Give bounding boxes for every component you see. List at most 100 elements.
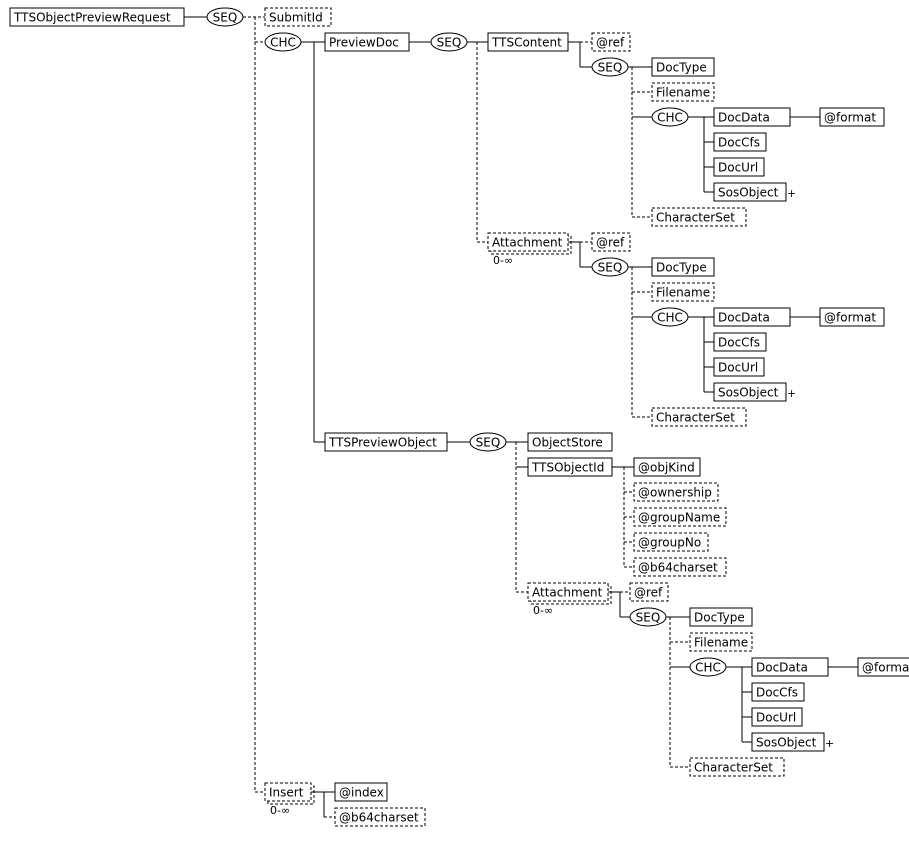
groupno-node[interactable]: @groupNo — [633, 532, 709, 552]
node-box — [713, 357, 765, 377]
node-label: TTSObjectPreviewRequest — [13, 11, 171, 25]
node-label: SubmitId — [269, 11, 323, 25]
doccfs-node[interactable]: DocCfs — [751, 682, 805, 702]
docdata-node[interactable]: DocData — [713, 307, 791, 327]
node-label: TTSPreviewObject — [328, 436, 437, 450]
chc-compositor: CHC — [689, 657, 727, 677]
node-box — [751, 707, 803, 727]
node-box — [689, 607, 753, 627]
filename-node[interactable]: Filename — [651, 82, 715, 102]
docurl-node[interactable]: DocUrl — [751, 707, 803, 727]
seq-compositor: SEQ — [430, 32, 468, 52]
node-label: PreviewDoc — [329, 36, 399, 50]
ref-node[interactable]: @ref — [591, 232, 631, 252]
sosobject-node[interactable]: SosObject + — [713, 182, 796, 202]
ttsobjectpreviewrequest-node[interactable]: TTSObjectPreviewRequest — [9, 7, 185, 27]
filename-node[interactable]: Filename — [689, 632, 753, 652]
node-label: SosObject — [718, 386, 779, 400]
ownership-node[interactable]: @ownership — [633, 482, 719, 502]
doccfs-node[interactable]: DocCfs — [713, 132, 767, 152]
docdata-node[interactable]: DocData — [751, 657, 829, 677]
node-label: Attachment — [492, 236, 563, 250]
characterset-node[interactable]: CharacterSet — [689, 757, 785, 777]
ref-node[interactable]: @ref — [591, 32, 631, 52]
node-label: @objKind — [638, 461, 695, 475]
b64charset-node[interactable]: @b64charset — [633, 557, 727, 577]
chc-compositor: CHC — [651, 307, 689, 327]
compositor-label: SEQ — [598, 61, 623, 75]
node-label: @index — [339, 786, 384, 800]
b64charset-node[interactable]: @b64charset — [334, 807, 426, 827]
expand-marker[interactable]: + — [787, 187, 796, 200]
compositor-label: SEQ — [598, 261, 623, 275]
doctype-node[interactable]: DocType — [689, 607, 753, 627]
node-box — [713, 132, 767, 152]
docurl-node[interactable]: DocUrl — [713, 357, 765, 377]
node-box — [334, 807, 426, 827]
node-box — [633, 457, 701, 477]
node-label: @ref — [596, 36, 625, 50]
ttspreviewobject-node[interactable]: TTSPreviewObject — [324, 432, 448, 452]
node-label: DocUrl — [718, 161, 758, 175]
seq-compositor: SEQ — [591, 57, 629, 77]
node-box — [689, 757, 785, 777]
node-box — [527, 582, 609, 602]
node-box — [651, 407, 747, 427]
node-label: CharacterSet — [694, 761, 773, 775]
node-box — [689, 632, 753, 652]
docurl-node[interactable]: DocUrl — [713, 157, 765, 177]
objectstore-node[interactable]: ObjectStore — [527, 432, 613, 452]
seq-compositor: SEQ — [591, 257, 629, 277]
format-node[interactable]: @format — [819, 307, 885, 327]
previewdoc-node[interactable]: PreviewDoc — [324, 32, 410, 52]
ttscontent-node[interactable]: TTSContent — [487, 32, 569, 52]
node-label: @b64charset — [638, 561, 718, 575]
characterset-node[interactable]: CharacterSet — [651, 407, 747, 427]
node-label: ObjectStore — [532, 436, 603, 450]
compositor-label: CHC — [695, 661, 721, 675]
node-label: DocType — [656, 61, 707, 75]
doctype-node[interactable]: DocType — [651, 257, 715, 277]
compositor-label: SEQ — [636, 611, 661, 625]
objkind-node[interactable]: @objKind — [633, 457, 701, 477]
groupname-node[interactable]: @groupName — [633, 507, 727, 527]
node-label: CharacterSet — [656, 411, 735, 425]
node-box — [633, 557, 727, 577]
index-node[interactable]: @index — [334, 782, 388, 802]
node-box — [651, 257, 715, 277]
node-box — [819, 107, 885, 127]
ttsobjectid-node[interactable]: TTSObjectId — [527, 457, 613, 477]
node-label: DocCfs — [718, 336, 760, 350]
node-box — [264, 7, 332, 27]
node-label: @format — [824, 111, 876, 125]
node-box — [713, 382, 787, 402]
doctype-node[interactable]: DocType — [651, 57, 715, 77]
node-label: DocData — [756, 661, 808, 675]
filename-node[interactable]: Filename — [651, 282, 715, 302]
doccfs-node[interactable]: DocCfs — [713, 332, 767, 352]
occurrence-label: 0-∞ — [270, 804, 290, 817]
format-node[interactable]: @format — [819, 107, 885, 127]
compositor-label: SEQ — [437, 36, 462, 50]
node-label: DocCfs — [718, 136, 760, 150]
sosobject-node[interactable]: SosObject + — [713, 382, 796, 402]
expand-marker[interactable]: + — [787, 387, 796, 400]
node-box — [633, 532, 709, 552]
sosobject-node[interactable]: SosObject+ — [751, 732, 834, 752]
characterset-node[interactable]: CharacterSet — [651, 207, 747, 227]
ref-node[interactable]: @ref — [629, 582, 669, 602]
node-box — [819, 307, 885, 327]
node-label: SosObject — [718, 186, 779, 200]
docdata-node[interactable]: DocData — [713, 107, 791, 127]
node-label: @groupName — [638, 511, 720, 525]
expand-marker[interactable]: + — [825, 737, 834, 750]
node-label: @b64charset — [339, 811, 419, 825]
node-box — [633, 507, 727, 527]
node-box — [651, 82, 715, 102]
node-label: DocUrl — [756, 711, 796, 725]
submitid-node[interactable]: SubmitId — [264, 7, 332, 27]
format-node[interactable]: @format — [857, 657, 909, 677]
